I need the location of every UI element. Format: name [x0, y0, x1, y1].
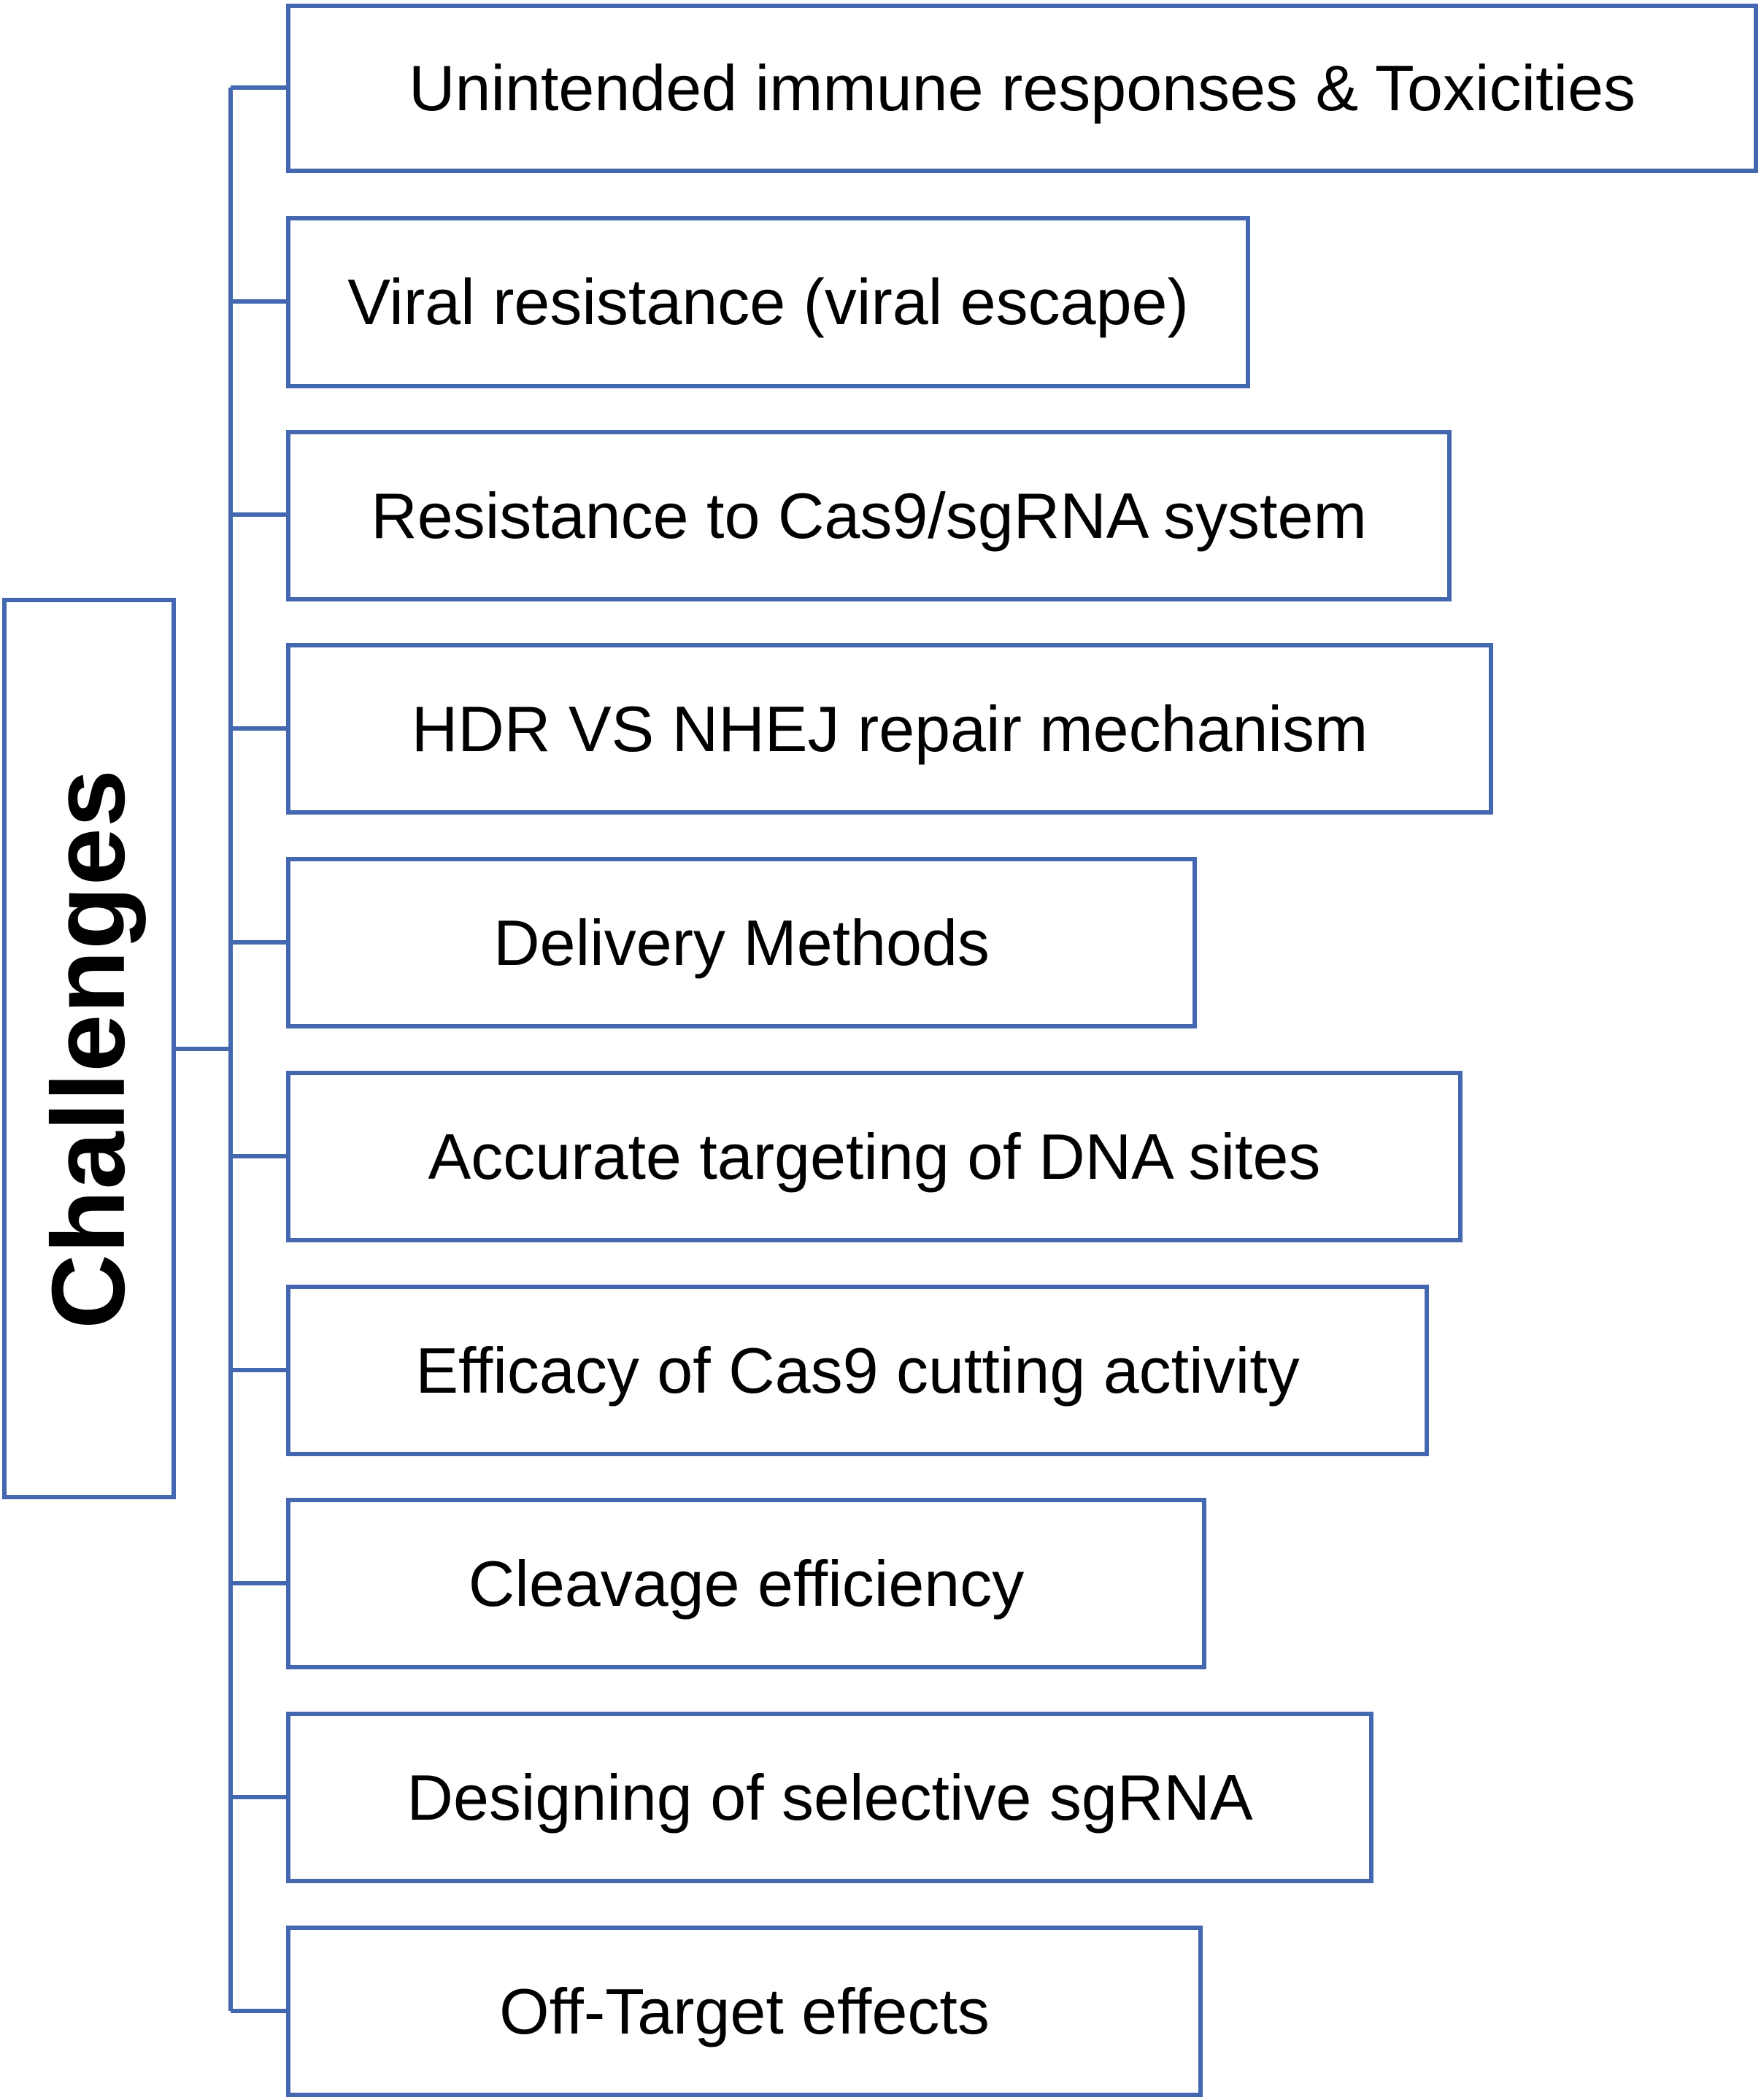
- challenge-node-dna-targeting: Accurate targeting of DNA sites: [286, 1071, 1463, 1242]
- challenge-node-sgrna-design: Designing of selective sgRNA: [286, 1712, 1373, 1883]
- challenge-node-cas9-resistance: Resistance to Cas9/sgRNA system: [286, 430, 1452, 601]
- challenge-label: Unintended immune responses & Toxicities: [408, 52, 1636, 124]
- challenge-label: Accurate targeting of DNA sites: [428, 1120, 1321, 1193]
- challenge-label: Cleavage efficiency: [468, 1547, 1025, 1620]
- challenge-node-cleavage-efficiency: Cleavage efficiency: [286, 1498, 1206, 1669]
- challenge-label: HDR VS NHEJ repair mechanism: [411, 692, 1368, 765]
- challenge-label: Resistance to Cas9/sgRNA system: [371, 479, 1367, 552]
- challenge-node-viral-resistance: Viral resistance (viral escape): [286, 216, 1250, 388]
- challenge-node-off-target: Off-Target effects: [286, 1926, 1203, 2097]
- challenge-node-hdr-nhej: HDR VS NHEJ repair mechanism: [286, 643, 1493, 815]
- challenge-node-immune-toxicities: Unintended immune responses & Toxicities: [286, 4, 1758, 173]
- challenge-node-cas9-efficacy: Efficacy of Cas9 cutting activity: [286, 1285, 1429, 1456]
- challenge-label: Designing of selective sgRNA: [406, 1761, 1253, 1834]
- root-label: Challenges: [31, 768, 147, 1329]
- challenge-label: Efficacy of Cas9 cutting activity: [415, 1334, 1300, 1407]
- challenge-node-delivery-methods: Delivery Methods: [286, 857, 1197, 1028]
- challenges-root-node: Challenges: [2, 598, 176, 1499]
- challenge-label: Delivery Methods: [493, 906, 990, 979]
- challenge-label: Off-Target effects: [499, 1974, 990, 2047]
- challenge-label: Viral resistance (viral escape): [347, 266, 1189, 338]
